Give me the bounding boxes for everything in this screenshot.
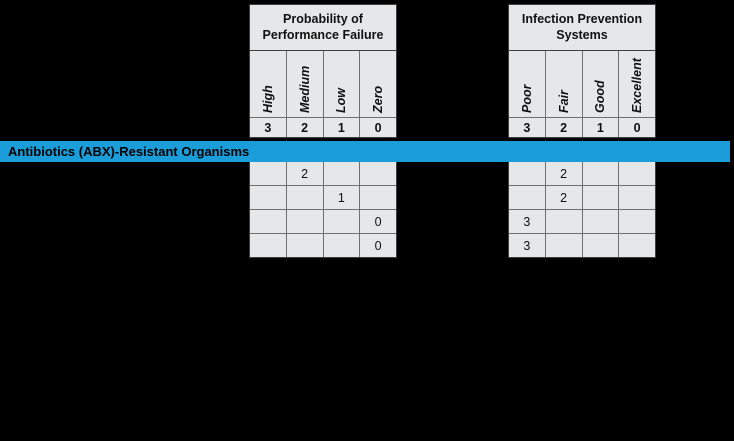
score-cell-high [250, 210, 287, 233]
score-cell-medium: 2 [286, 162, 324, 185]
column-header-high-label: High [260, 85, 275, 113]
probability-score-row: 3 2 1 0 [250, 118, 396, 137]
table-row: 2 [250, 162, 396, 186]
column-header-excellent-label: Excellent [630, 58, 645, 113]
score-cell-medium [286, 186, 324, 209]
column-header-fair-label: Fair [556, 90, 571, 113]
score-cell-low: 1 [323, 186, 361, 209]
score-cell-fair: 2 [545, 186, 583, 209]
column-header-fair: Fair [545, 51, 583, 117]
column-header-good: Good [582, 51, 620, 117]
score-cell-zero [360, 162, 396, 185]
table-row: 1 [250, 186, 396, 210]
column-header-high: High [250, 51, 287, 117]
probability-table-title: Probability of Performance Failure [250, 5, 396, 51]
column-header-zero-label: Zero [371, 85, 386, 113]
score-cell-high [250, 234, 287, 257]
table-row: 3 [509, 210, 655, 234]
score-cell-high [250, 162, 287, 185]
infection-score-row: 3 2 1 0 [509, 118, 655, 137]
score-cell-excellent [619, 162, 655, 185]
score-cell-low [323, 162, 361, 185]
score-cell-poor [509, 162, 546, 185]
infection-table-title: Infection Prevention Systems [509, 5, 655, 51]
table-row: 0 [250, 210, 396, 234]
score-cell-excellent [619, 186, 655, 209]
score-cell-fair: 2 [545, 162, 583, 185]
score-cell-excellent [619, 210, 655, 233]
column-header-excellent: Excellent [619, 51, 655, 117]
score-cell-fair [545, 234, 583, 257]
column-header-low-label: Low [334, 88, 349, 113]
score-cell-poor [509, 186, 546, 209]
score-cell-good [582, 210, 620, 233]
score-cell-fair [545, 210, 583, 233]
score-fair: 2 [545, 118, 583, 137]
score-zero: 0 [360, 118, 396, 137]
score-cell-low [323, 234, 361, 257]
score-cell-excellent [619, 234, 655, 257]
column-header-zero: Zero [360, 51, 396, 117]
column-header-medium: Medium [286, 51, 324, 117]
infection-header-block: Infection Prevention Systems Poor Fair G… [508, 4, 656, 138]
score-excellent: 0 [619, 118, 655, 137]
score-cell-zero: 0 [360, 234, 396, 257]
table-row: 0 [250, 234, 396, 257]
score-cell-medium [286, 210, 324, 233]
table-row: 3 [509, 234, 655, 257]
score-cell-medium [286, 234, 324, 257]
column-header-poor-label: Poor [519, 84, 534, 113]
category-banner-label: Antibiotics (ABX)-Resistant Organisms [8, 144, 250, 159]
category-banner: Antibiotics (ABX)-Resistant Organisms [0, 141, 730, 162]
column-header-low: Low [323, 51, 361, 117]
column-header-good-label: Good [593, 80, 608, 113]
score-cell-good [582, 234, 620, 257]
score-cell-zero: 0 [360, 210, 396, 233]
score-medium: 2 [286, 118, 324, 137]
score-poor: 3 [509, 118, 546, 137]
score-good: 1 [582, 118, 620, 137]
score-cell-zero [360, 186, 396, 209]
score-high: 3 [250, 118, 287, 137]
score-cell-good [582, 186, 620, 209]
probability-column-labels: High Medium Low Zero [250, 51, 396, 118]
probability-header-block: Probability of Performance Failure High … [249, 4, 397, 138]
score-cell-low [323, 210, 361, 233]
column-header-medium-label: Medium [297, 65, 312, 113]
column-header-poor: Poor [509, 51, 546, 117]
infection-column-labels: Poor Fair Good Excellent [509, 51, 655, 118]
score-cell-good [582, 162, 620, 185]
score-cell-high [250, 186, 287, 209]
score-cell-poor: 3 [509, 234, 546, 257]
score-low: 1 [323, 118, 361, 137]
score-cell-poor: 3 [509, 210, 546, 233]
table-row: 2 [509, 162, 655, 186]
table-row: 2 [509, 186, 655, 210]
